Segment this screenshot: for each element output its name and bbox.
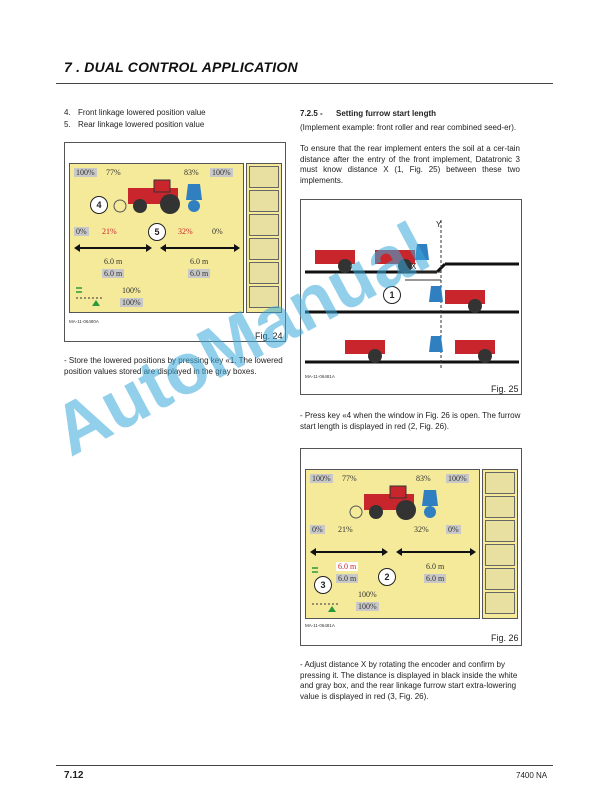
fig26-bottom-pct-2: 100% bbox=[356, 602, 379, 611]
list-item: 4. Front linkage lowered position value bbox=[64, 108, 206, 119]
fig26-rear-pct-1: 83% bbox=[416, 474, 431, 483]
lowering-key-button[interactable] bbox=[249, 262, 279, 284]
fig24-rear-dist-2: 6.0 m bbox=[188, 269, 211, 278]
settings-key-button[interactable] bbox=[485, 496, 515, 518]
section-number: 7.2.5 - bbox=[300, 109, 323, 118]
fig26-rear-dist-2: 6.0 m bbox=[424, 574, 447, 583]
distance-key-button[interactable] bbox=[249, 238, 279, 260]
fig26-rear-pct-2: 100% bbox=[446, 474, 469, 483]
list-item-text: Front linkage lowered position value bbox=[78, 108, 206, 117]
fig24-bottom-pct-1: 100% bbox=[122, 286, 141, 295]
linkage-key-button[interactable] bbox=[485, 520, 515, 542]
figure-24: 100% 77% 83% 100% 0% 21% 32% 0% 6.0 m 6.… bbox=[64, 142, 286, 342]
header-rule bbox=[56, 83, 553, 84]
chapter-title: 7 . DUAL CONTROL APPLICATION bbox=[64, 59, 298, 75]
fig24-callout-5: 5 bbox=[148, 223, 166, 241]
fig24-sidebar bbox=[246, 163, 282, 313]
fig24-code: MA-11-06480A bbox=[69, 319, 99, 324]
furrow-distance-diagram bbox=[305, 220, 519, 370]
fig25-label-x: X bbox=[411, 262, 417, 271]
fig25-caption: Fig. 25 bbox=[491, 384, 519, 394]
fig24-rear-pct-1: 83% bbox=[184, 168, 199, 177]
fig24-front-dist-1: 6.0 m bbox=[104, 257, 123, 266]
section-heading: 7.2.5 - Setting furrow start length bbox=[300, 109, 436, 118]
section-title: Setting furrow start length bbox=[336, 109, 436, 118]
list-item-number: 4. bbox=[64, 108, 71, 117]
distance-arrows-icon bbox=[310, 548, 476, 556]
fig25-code: MA-11-06481A bbox=[305, 374, 335, 379]
save-key-button[interactable] bbox=[249, 166, 279, 188]
lower-linkage-icon bbox=[76, 287, 102, 306]
section-paragraph-1: (Implement example: front roller and rea… bbox=[300, 123, 517, 132]
fig26-callout-2: 2 bbox=[378, 568, 396, 586]
page-number: 7.12 bbox=[64, 770, 84, 781]
fig26-rear-low-1: 32% bbox=[414, 525, 429, 534]
section-paragraph-2: To ensure that the rear implement enters… bbox=[300, 144, 520, 185]
fig26-screen: 100% 77% 83% 100% 0% 21% 32% 0% 6.0 m 6.… bbox=[305, 469, 480, 619]
fig26-rear-low-2: 0% bbox=[446, 525, 461, 534]
fig26-sidebar bbox=[482, 469, 518, 619]
list-item: 5. Rear linkage lowered position value bbox=[64, 120, 204, 131]
lower-linkage-icon bbox=[312, 567, 338, 612]
fig24-screen: 100% 77% 83% 100% 0% 21% 32% 0% 6.0 m 6.… bbox=[69, 163, 244, 313]
fig25-callout-1: 1 bbox=[383, 286, 401, 304]
fig26-bottom-pct-1: 100% bbox=[358, 590, 377, 599]
tractor-implement-icon bbox=[113, 179, 202, 214]
fig24-front-low-1: 0% bbox=[74, 227, 89, 236]
fig26-callout-3: 3 bbox=[314, 576, 332, 594]
tractor-implement-icon bbox=[349, 485, 438, 520]
fig24-instruction: - Store the lowered positions by pressin… bbox=[64, 356, 283, 376]
list-item-number: 5. bbox=[64, 120, 71, 129]
figure-26: 100% 77% 83% 100% 0% 21% 32% 0% 6.0 m 6.… bbox=[300, 448, 522, 646]
linkage-key-button[interactable] bbox=[249, 214, 279, 236]
lowering-key-button[interactable] bbox=[485, 568, 515, 590]
fig26-front-dist-1: 6.0 m bbox=[336, 562, 359, 571]
fig26-instruction: - Adjust distance X by rotating the enco… bbox=[300, 660, 518, 701]
fig24-bottom-pct-2: 100% bbox=[120, 298, 143, 307]
fig24-rear-low-2: 0% bbox=[212, 227, 223, 236]
fig24-callout-4: 4 bbox=[90, 196, 108, 214]
settings-key-button[interactable] bbox=[249, 190, 279, 212]
fig24-front-pct-1: 100% bbox=[74, 168, 97, 177]
fig24-front-pct-2: 77% bbox=[106, 168, 121, 177]
distance-key-button[interactable] bbox=[485, 544, 515, 566]
fig26-front-low-1: 0% bbox=[310, 525, 325, 534]
seeder-key-button[interactable] bbox=[249, 286, 279, 308]
fig26-code: MA-11-06481A bbox=[305, 623, 335, 628]
fig24-front-low-2: 21% bbox=[102, 227, 117, 236]
fig25-label-y: Y bbox=[436, 220, 442, 229]
fig26-front-pct-2: 77% bbox=[342, 474, 357, 483]
fig24-front-dist-2: 6.0 m bbox=[102, 269, 125, 278]
model-name: 7400 NA bbox=[516, 771, 548, 780]
fig24-rear-low-1: 32% bbox=[178, 227, 193, 236]
list-item-text: Rear linkage lowered position value bbox=[78, 120, 205, 129]
fig26-caption: Fig. 26 bbox=[491, 633, 519, 643]
footer-rule bbox=[56, 765, 553, 766]
seeder-key-button[interactable] bbox=[485, 592, 515, 614]
fig24-rear-dist-1: 6.0 m bbox=[190, 257, 209, 266]
fig24-rear-pct-2: 100% bbox=[210, 168, 233, 177]
save-key-button[interactable] bbox=[485, 472, 515, 494]
fig26-front-low-2: 21% bbox=[338, 525, 353, 534]
fig26-front-pct-1: 100% bbox=[310, 474, 333, 483]
fig26-rear-dist-1: 6.0 m bbox=[426, 562, 445, 571]
distance-arrows-icon bbox=[74, 244, 240, 252]
fig26-front-dist-2: 6.0 m bbox=[336, 574, 359, 583]
figure-25: X Y 1 MA-11-06481A Fig. 25 bbox=[300, 199, 522, 395]
fig24-caption: Fig. 24 bbox=[255, 331, 283, 341]
fig25-instruction: - Press key «4 when the window in Fig. 2… bbox=[300, 411, 521, 431]
